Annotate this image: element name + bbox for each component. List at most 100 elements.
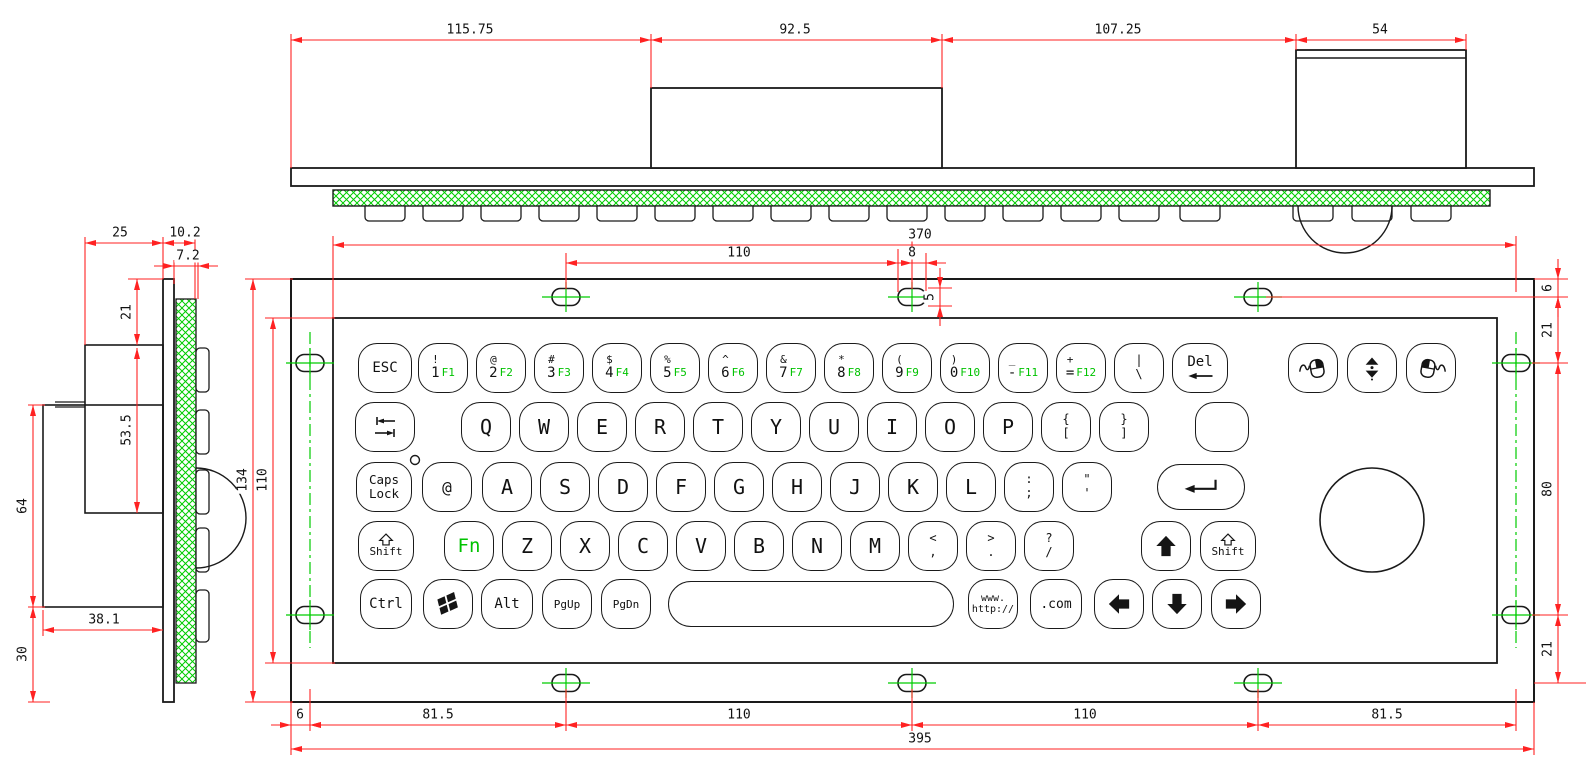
scroll-wheel-icon — [1361, 355, 1383, 382]
key-f: F — [656, 462, 706, 512]
enter-arrow-icon — [1175, 477, 1227, 497]
tab-icon — [370, 414, 400, 440]
dimension-label: 21 — [119, 302, 135, 322]
dimension-label: 110 — [725, 707, 753, 723]
key-primary-symbol: [ — [1062, 426, 1070, 440]
key-u: U — [809, 402, 859, 452]
key-t: T — [693, 402, 743, 452]
key-ctrl: Ctrl — [360, 579, 412, 629]
key-label: F — [674, 475, 688, 499]
dim-arrowhead — [1455, 37, 1466, 43]
key-com: .com — [1030, 579, 1082, 629]
key-fn-label: F3 — [557, 366, 571, 380]
key-v: V — [676, 521, 726, 571]
dim-arrowhead — [1555, 615, 1561, 626]
dimension-label: 115.75 — [444, 22, 496, 38]
top-view-key-bump — [770, 205, 812, 222]
key-windows-logo — [423, 579, 473, 629]
top-view-key-bump — [480, 205, 522, 222]
side-view-key-bump — [195, 589, 210, 643]
dim-arrowhead — [926, 260, 937, 266]
dim-arrowhead — [1555, 604, 1561, 615]
dim-arrowhead — [152, 240, 163, 246]
dim-arrowhead — [85, 240, 96, 246]
key-z: Z — [502, 521, 552, 571]
key-label: O — [943, 415, 957, 439]
key-label: B — [752, 534, 766, 558]
key-label: J — [848, 475, 862, 499]
dim-arrowhead — [270, 652, 276, 663]
dimension-label: 10.2 — [167, 225, 203, 241]
dimension-label: 107.25 — [1092, 22, 1144, 38]
dimension-label: 370 — [906, 227, 934, 243]
windows-logo-icon — [436, 592, 460, 616]
key-primary-symbol: \ — [1135, 367, 1143, 381]
key-key-f11: _-F11 — [998, 343, 1048, 393]
key-esc: ESC — [358, 343, 412, 393]
dim-arrowhead — [937, 306, 943, 317]
top-view-key-bump — [1179, 205, 1221, 222]
key-label-line: http:// — [971, 604, 1015, 615]
key-shift-symbol: ( — [896, 353, 903, 366]
dim-arrowhead — [280, 722, 291, 728]
dimension-label: 110 — [1071, 707, 1099, 723]
dimension-label: 395 — [906, 731, 934, 747]
key-shift-symbol: " — [1083, 472, 1091, 487]
dimension-label: 6 — [294, 707, 306, 723]
key-label: N — [810, 534, 824, 558]
key-fn-label: F6 — [731, 366, 745, 380]
key-arrow-down — [1152, 579, 1202, 629]
key-primary-symbol: / — [1045, 545, 1053, 559]
key-j: J — [830, 462, 880, 512]
dim-arrowhead — [30, 596, 36, 607]
dimension-label: 54 — [1370, 22, 1390, 38]
top-view-key-bump — [712, 205, 754, 222]
key-a: A — [482, 462, 532, 512]
key-label: Q — [479, 415, 493, 439]
key-shift-symbol: * — [838, 353, 845, 366]
key-scroll-wheel — [1347, 343, 1397, 393]
key-primary-symbol: , — [929, 545, 937, 559]
key-enter-arrow — [1157, 464, 1245, 510]
key-label: Y — [769, 415, 783, 439]
key-shift-symbol: : — [1025, 472, 1033, 487]
trackball — [1319, 467, 1425, 573]
arrow-up-icon — [1154, 534, 1178, 558]
key-shift-symbol: ! — [432, 353, 439, 366]
key-label: S — [558, 475, 572, 499]
dim-arrowhead — [30, 691, 36, 702]
key-label: Shift — [1211, 545, 1245, 559]
dim-arrowhead — [270, 318, 276, 329]
key-fn-label: F2 — [499, 366, 513, 380]
dimension-label: 8 — [906, 245, 918, 261]
dimension-label: 64 — [15, 496, 31, 516]
key-space — [668, 581, 954, 627]
key-label: R — [653, 415, 667, 439]
mouse-left-click-icon — [1297, 354, 1330, 382]
arrow-right-icon — [1224, 592, 1248, 616]
dim-arrowhead — [250, 279, 256, 290]
key-fn-label: F12 — [1076, 366, 1097, 380]
side-view-front-panel — [162, 278, 175, 703]
key-label: Z — [520, 534, 534, 558]
key-primary-symbol: . — [987, 545, 995, 559]
dimension-label: 21 — [1540, 320, 1556, 340]
dim-arrowhead — [333, 242, 344, 248]
key-pgdn: PgDn — [601, 579, 651, 629]
top-view-key-bump — [1292, 205, 1334, 222]
dimension-label: 21 — [1540, 639, 1556, 659]
key-h: H — [772, 462, 822, 512]
key-fn-label: F5 — [673, 366, 687, 380]
key-label: C — [636, 534, 650, 558]
dimension-label: 5 — [922, 291, 938, 303]
dim-arrowhead — [555, 722, 566, 728]
top-view-key-bump — [1060, 205, 1102, 222]
key-e: E — [577, 402, 627, 452]
dim-arrowhead — [566, 260, 577, 266]
key-label: Shift — [369, 545, 403, 559]
key-i: I — [867, 402, 917, 452]
top-view-key-bump — [538, 205, 580, 222]
key-primary-symbol: - — [1007, 365, 1017, 382]
